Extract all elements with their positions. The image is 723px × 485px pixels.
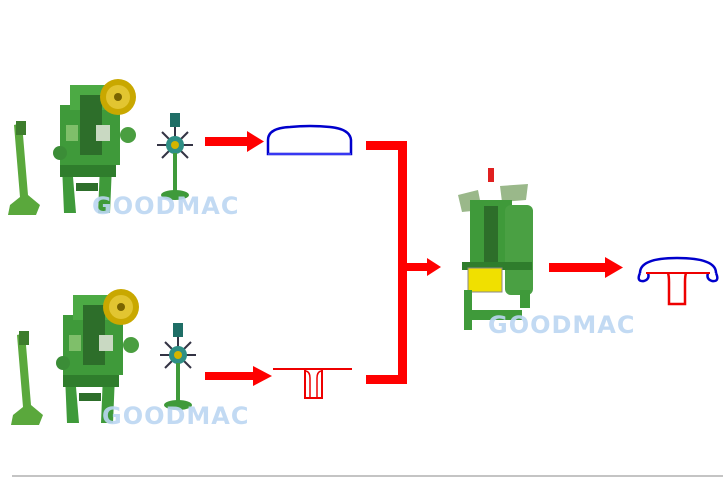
- assembled-rivet-icon: [637, 256, 719, 306]
- merge-bracket-arrow: [366, 141, 441, 384]
- assembly-press: [458, 168, 533, 330]
- rivet-cap-icon: [266, 124, 353, 156]
- arrow-to-shank: [205, 366, 272, 386]
- watermark: GOODMAC: [92, 192, 240, 220]
- arrow-to-assembled-rivet: [549, 257, 623, 278]
- arrow-to-cap: [205, 131, 264, 152]
- watermark: GOODMAC: [102, 402, 250, 430]
- watermark: GOODMAC: [488, 311, 636, 339]
- rivet-shank-icon: [273, 368, 352, 399]
